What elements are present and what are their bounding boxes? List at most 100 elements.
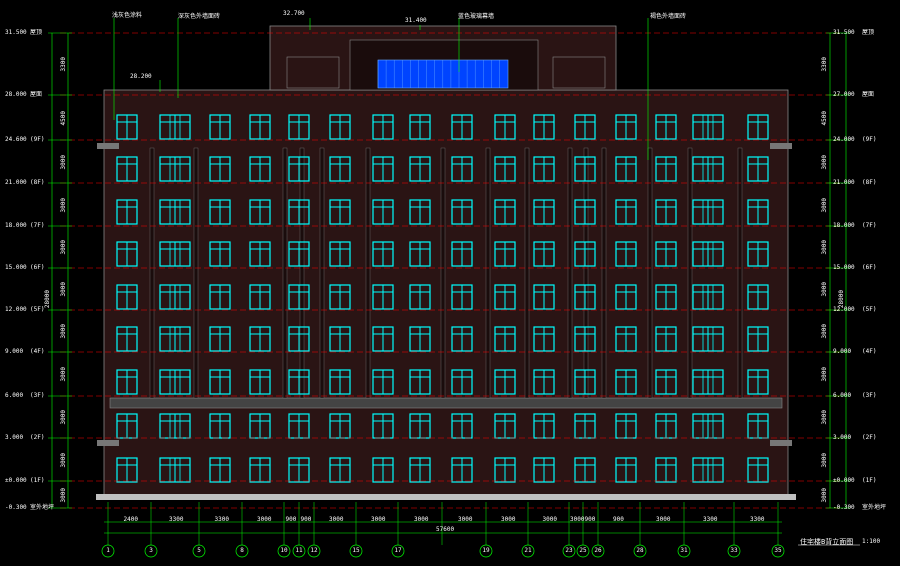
window — [249, 369, 271, 395]
pilaster — [567, 147, 573, 399]
window — [329, 199, 351, 225]
pilaster — [687, 147, 693, 399]
bay-dim: 900 — [584, 516, 596, 523]
storey-dim-left: 3000 — [60, 240, 67, 255]
window — [747, 369, 769, 395]
pilaster — [299, 147, 305, 399]
bay-dim: 3300 — [214, 516, 229, 523]
window — [451, 156, 473, 182]
level-label-right: (3F) — [862, 392, 877, 399]
window — [159, 369, 191, 395]
bay-dim: 3000 — [414, 516, 429, 523]
window — [288, 457, 310, 483]
window — [494, 156, 516, 182]
window — [209, 284, 231, 310]
axis-bubble — [562, 544, 576, 558]
window — [692, 284, 724, 310]
level-value-left: 12.000 — [5, 306, 27, 313]
window — [574, 284, 596, 310]
level-value-right: 15.000 — [833, 264, 855, 271]
storey-dim-left: 3000 — [60, 410, 67, 425]
level-label-left: (3F) — [30, 392, 45, 399]
blue-glass-panel — [377, 59, 509, 89]
window — [747, 114, 769, 140]
level-value-right: 3.000 — [833, 434, 852, 441]
window — [372, 114, 394, 140]
total-width: 57600 — [436, 526, 455, 533]
window — [329, 156, 351, 182]
bay-dim: 3000 — [458, 516, 473, 523]
window — [116, 241, 138, 267]
level-label-right: (9F) — [862, 136, 877, 143]
window — [409, 369, 431, 395]
roof-vent-left — [286, 56, 340, 89]
window — [533, 114, 555, 140]
window — [747, 326, 769, 352]
window — [159, 156, 191, 182]
pilaster — [583, 147, 589, 399]
storey-dim-right: 3000 — [821, 487, 828, 502]
bay-dim: 2400 — [123, 516, 138, 523]
window — [692, 199, 724, 225]
window — [494, 369, 516, 395]
window — [615, 284, 637, 310]
window — [116, 156, 138, 182]
window — [615, 369, 637, 395]
window — [494, 241, 516, 267]
level-label-left: (9F) — [30, 136, 45, 143]
level-label-left: (4F) — [30, 348, 45, 355]
level-label-left: (6F) — [30, 264, 45, 271]
axis-bubble-label: 21 — [524, 547, 532, 554]
window — [615, 114, 637, 140]
axis-bubble-label: 15 — [352, 547, 360, 554]
window — [372, 241, 394, 267]
window — [655, 457, 677, 483]
axis-bubble-label: 3 — [149, 547, 153, 554]
storey-dim-left: 3000 — [60, 282, 67, 297]
window — [249, 241, 271, 267]
window — [451, 199, 473, 225]
level-value-left: 31.500 — [5, 29, 27, 36]
window — [209, 241, 231, 267]
bay-dim: 3000 — [656, 516, 671, 523]
window — [615, 457, 637, 483]
pilaster — [193, 147, 199, 399]
window — [655, 156, 677, 182]
window — [533, 413, 555, 439]
axis-bubble — [292, 544, 306, 558]
window — [615, 241, 637, 267]
window — [372, 326, 394, 352]
total-height-left: 28000 — [44, 290, 51, 309]
pilaster — [282, 147, 288, 399]
window — [655, 199, 677, 225]
window — [329, 457, 351, 483]
window — [494, 114, 516, 140]
axis-bubble — [771, 544, 785, 558]
level-value-right: -0.300 — [833, 504, 855, 511]
window — [574, 114, 596, 140]
window — [409, 241, 431, 267]
pilaster — [647, 147, 653, 399]
elev-roof-stair: 32.700 — [283, 10, 305, 17]
level-value-right: 12.000 — [833, 306, 855, 313]
window — [692, 241, 724, 267]
level-value-left: 6.000 — [5, 392, 24, 399]
window — [692, 457, 724, 483]
drawing-title: 住宅楼B背立面图 — [800, 538, 854, 546]
window — [159, 241, 191, 267]
note-left-2: 深灰色外墙面砖 — [178, 13, 221, 20]
window — [655, 369, 677, 395]
axis-bubble-label: 17 — [394, 547, 402, 554]
window — [329, 284, 351, 310]
window — [329, 326, 351, 352]
window — [494, 457, 516, 483]
window — [494, 199, 516, 225]
pilaster — [601, 147, 607, 399]
bay-dim: 3000 — [570, 516, 585, 523]
axis-bubble-label: 1 — [106, 547, 110, 554]
axis-bubble — [576, 544, 590, 558]
pilaster — [485, 147, 491, 399]
window — [329, 241, 351, 267]
axis-bubble — [101, 544, 115, 558]
level-label-right: (6F) — [862, 264, 877, 271]
